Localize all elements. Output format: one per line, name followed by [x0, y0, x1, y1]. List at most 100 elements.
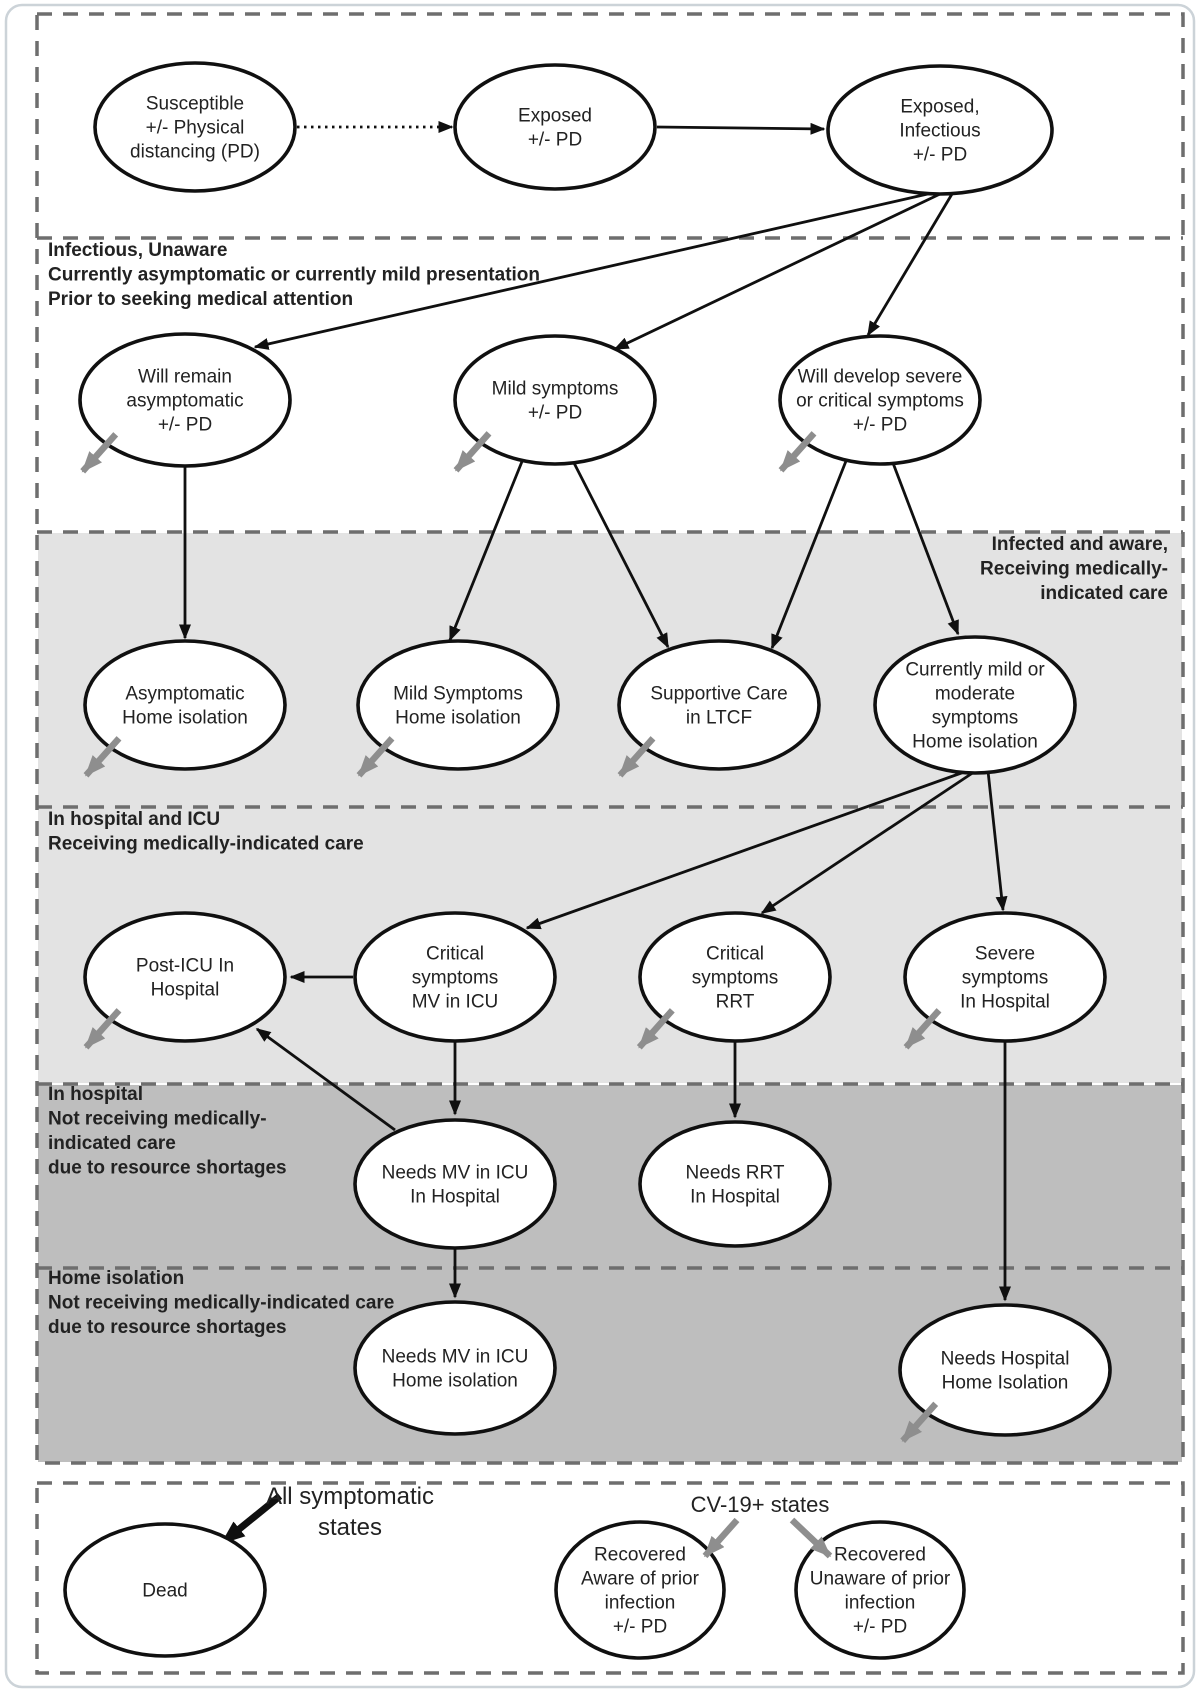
state-ellipse-mild_symptoms	[453, 334, 657, 466]
state-label-mild_symptoms: Mild symptoms+/- PD	[492, 379, 619, 424]
state-label-line: Needs MV in ICU	[382, 1347, 529, 1368]
state-label-line: +/- Physical	[146, 118, 245, 139]
state-ellipse-critical_mv_icu	[353, 911, 557, 1043]
state-label-line: Currently mild or	[905, 660, 1045, 681]
state-label-line: Needs Hospital	[941, 1349, 1070, 1370]
state-label-line: Asymptomatic	[125, 684, 244, 705]
state-ellipse-exposed	[453, 63, 657, 191]
state-label-post_icu_hospital: Post-ICU In Hospital	[136, 956, 234, 1001]
state-label-line: Home isolation	[912, 732, 1038, 753]
node-exposed: Exposed +/- PD	[453, 63, 657, 191]
recovery-arrow-needs_hospital_home	[900, 1401, 939, 1443]
state-label-line: symptoms	[692, 968, 779, 989]
state-label-line: Post-ICU In	[136, 956, 234, 977]
state-label-line: +/- PD	[528, 130, 582, 151]
cv19-states-label: CV-19+ states	[691, 1492, 830, 1517]
state-label-line: Aware of prior	[581, 1569, 700, 1590]
band-label-infectious-unaware-line-1: Currently asymptomatic or currently mild…	[48, 265, 540, 286]
state-ellipse-will_develop_severe	[778, 334, 982, 466]
band-label-infectious-unaware-line-0: Infectious, Unaware	[48, 240, 228, 261]
band-label-infected-aware-line-0: Infected and aware,	[992, 534, 1168, 555]
recovery-arrow-supportive_care_ltcf	[617, 736, 656, 778]
transition-arrow-currently_mild_home-to-severe_hospital	[986, 770, 1008, 912]
state-label-line: Supportive Care	[650, 684, 787, 705]
state-ellipse-mild_symptoms_home	[356, 639, 560, 771]
state-label-line: RRT	[716, 992, 755, 1013]
state-label-dead: Dead	[142, 1581, 187, 1602]
state-ellipse-needs_mv_home	[353, 1300, 557, 1436]
band-label-hospital-shortage-line-0: In hospital	[48, 1084, 143, 1105]
band-label-home-shortage-line-2: due to resource shortages	[48, 1317, 287, 1338]
node-post_icu_hospital: Post-ICU In Hospital	[83, 911, 287, 1043]
transition-arrow-needs_mv_hospital-to-post_icu_hospital	[255, 1027, 396, 1132]
cv19-arrow-to-recovered-aware	[702, 1517, 740, 1559]
recovery-arrow-post_icu_hospital	[83, 1008, 122, 1050]
state-label-line: +/- PD	[613, 1617, 667, 1638]
state-ellipse-needs_rrt_hospital	[638, 1120, 832, 1248]
band-label-infected-aware-line-1: Receiving medically-	[980, 559, 1168, 580]
outcomes-dashed-box	[35, 1481, 1185, 1675]
state-label-line: +/- PD	[853, 415, 907, 436]
main-dashed-box	[35, 12, 1185, 1465]
band-label-hospital-icu-line-0: In hospital and ICU	[48, 809, 220, 830]
state-label-line: Home isolation	[122, 708, 248, 729]
state-label-line: +/- PD	[853, 1617, 907, 1638]
transition-arrow-exposed_infectious-to-will_develop_severe	[866, 193, 954, 337]
node-dead: Dead	[63, 1522, 267, 1658]
state-label-line: MV in ICU	[412, 992, 499, 1013]
state-ellipse-recovered_unaware	[794, 1520, 966, 1660]
state-label-line: Dead	[142, 1581, 187, 1602]
recovery-arrow-will_develop_severe	[778, 431, 817, 473]
state-label-line: Unaware of prior	[810, 1569, 951, 1590]
state-label-line: Exposed	[518, 106, 592, 127]
state-ellipse-currently_mild_home	[873, 635, 1077, 775]
recovery-arrow-will_remain_asymptomatic	[80, 432, 119, 474]
state-label-line: symptoms	[932, 708, 1019, 729]
state-label-line: distancing (PD)	[130, 142, 260, 163]
state-ellipse-exposed_infectious	[826, 64, 1054, 196]
recovery-arrow-mild_symptoms_home	[356, 736, 395, 778]
band-label-hospital-shortage-line-3: due to resource shortages	[48, 1158, 287, 1179]
state-label-line: Mild symptoms	[492, 379, 619, 400]
recovery-arrow-critical_rrt	[636, 1008, 675, 1050]
state-label-line: Will remain	[138, 367, 232, 388]
state-ellipse-supportive_care_ltcf	[617, 639, 821, 771]
state-label-line: +/- PD	[913, 145, 967, 166]
state-label-line: Exposed,	[900, 97, 979, 118]
state-ellipse-will_remain_asymptomatic	[78, 332, 292, 468]
state-label-line: moderate	[935, 684, 1015, 705]
state-ellipse-dead	[63, 1522, 267, 1658]
transition-arrow-exposed_infectious-to-mild_symptoms	[613, 192, 941, 351]
recovery-arrow-mild_symptoms	[453, 431, 492, 473]
all-symptomatic-label-line-0: All symptomatic	[266, 1483, 434, 1510]
state-label-line: Needs MV in ICU	[382, 1163, 529, 1184]
state-label-line: Hospital	[151, 980, 220, 1001]
recovery-arrow-asymptomatic_home	[83, 736, 122, 778]
band-label-home-shortage-line-1: Not receiving medically-indicated care	[48, 1293, 394, 1314]
state-label-exposed_infectious: Exposed,Infectious+/- PD	[899, 97, 980, 166]
state-label-line: Home isolation	[395, 708, 521, 729]
state-ellipse-asymptomatic_home	[83, 639, 287, 771]
state-ellipse-needs_hospital_home	[898, 1303, 1112, 1437]
state-ellipse-severe_hospital	[903, 911, 1107, 1043]
state-label-line: Recovered	[834, 1545, 926, 1566]
